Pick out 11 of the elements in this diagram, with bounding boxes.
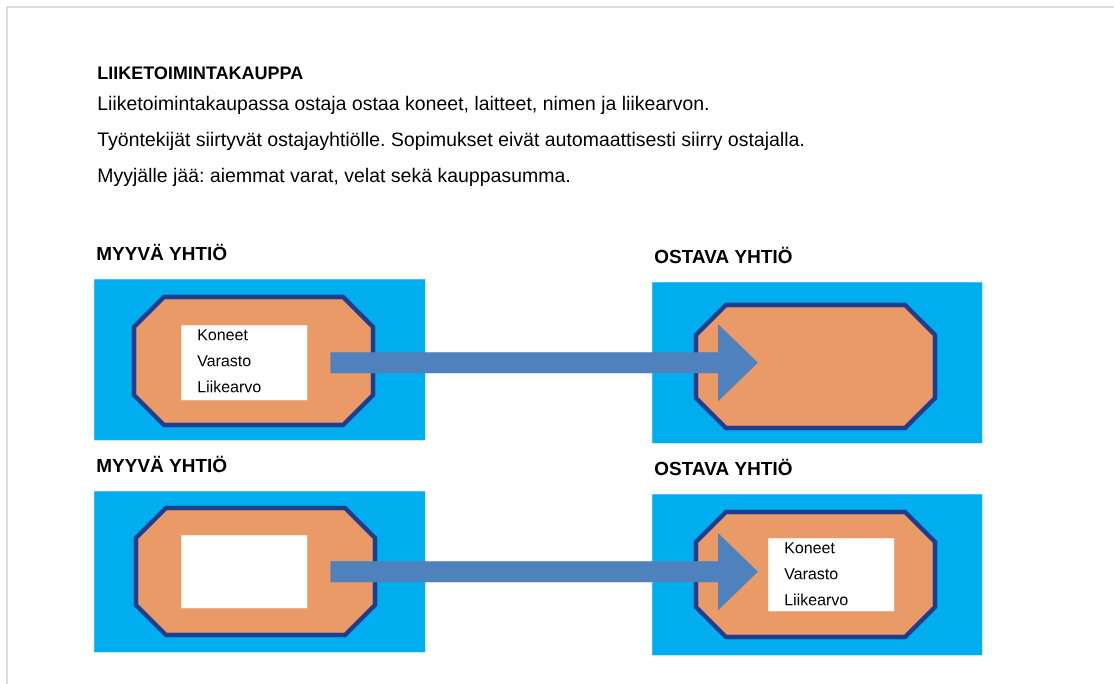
- panel-heading: MYYVÄ YHTIÖ: [97, 455, 227, 473]
- panel-heading: OSTAVA YHTIÖ: [655, 246, 792, 264]
- body-text: Myyjälle jää: aiemmat varat, velat sekä kauppasumma.: [98, 167, 569, 187]
- panel-heading: OSTAVA YHTIÖ: [655, 458, 792, 476]
- panel-heading: MYYVÄ YHTIÖ: [97, 243, 227, 261]
- item-card: Koneet Varasto Liikearvo: [768, 538, 895, 612]
- body-text: Liiketoimintakaupassa ostaja ostaa koneet, laitteet, nimen ja liikearvon.: [98, 95, 708, 115]
- heading: LIIKETOIMINTAKAUPPA: [98, 66, 303, 80]
- blank-card: [181, 535, 308, 609]
- item-card: Koneet Varasto Liikearvo: [181, 325, 308, 401]
- body-text: Työntekijät siirtyvät ostajayhtiölle. Sopimukset eivät automaattisesti siirry ostajalla.: [97, 131, 804, 151]
